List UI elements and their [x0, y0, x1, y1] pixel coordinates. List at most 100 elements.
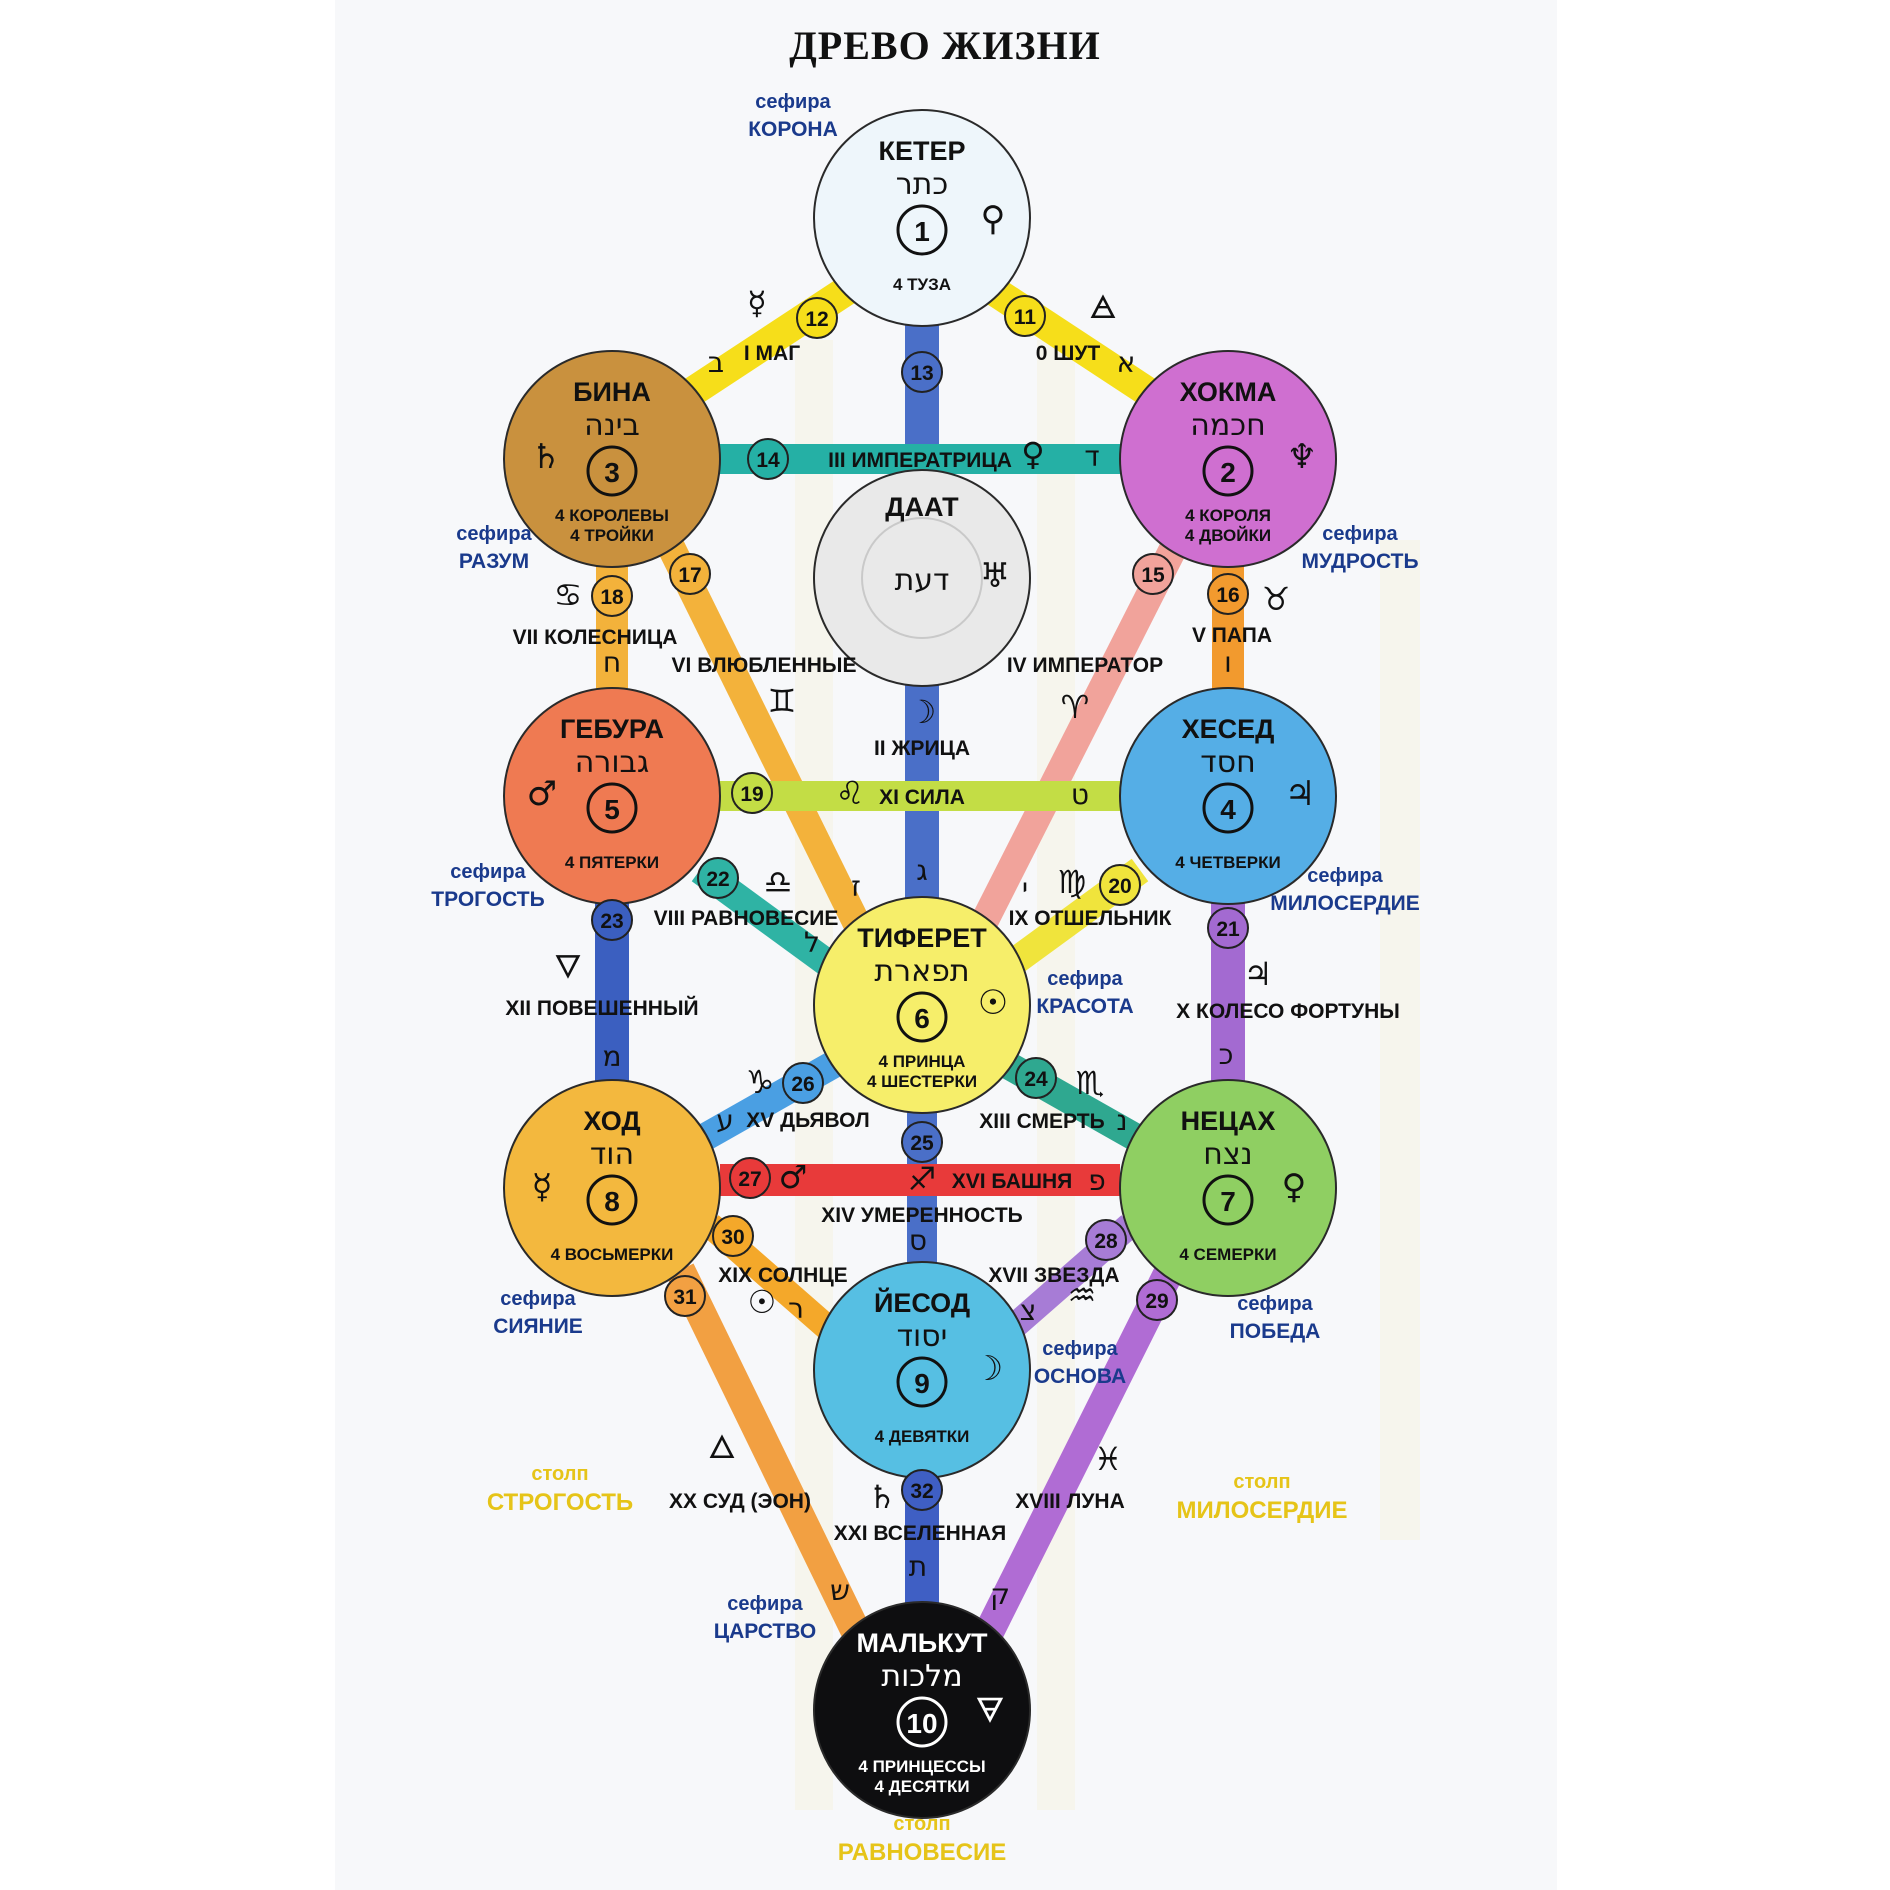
path-31-card: XX СУД (ЭОН)	[669, 1490, 811, 1513]
sephira-yesod-planet-icon: ☽	[973, 1349, 1003, 1389]
sephira-netzach-name: НЕЦАХ	[1181, 1106, 1276, 1136]
sephira-binah-sef-title: РАЗУМ	[459, 550, 529, 573]
path-26-number: 26	[791, 1073, 814, 1096]
path-11[interactable]: 110 ШУТ🜁א	[1004, 288, 1135, 379]
path-32-zodiac-icon: ♄	[868, 1478, 897, 1516]
path-21[interactable]: 21X КОЛЕСО ФОРТУНЫ♃כ	[1176, 907, 1400, 1071]
sephira-tiferet-name: ТИФЕРЕТ	[857, 923, 987, 953]
path-19-number: 19	[740, 783, 763, 806]
path-27-card: XVI БАШНЯ	[952, 1170, 1073, 1193]
path-12-zodiac-icon: ☿	[747, 284, 767, 322]
path-14-card: III ИМПЕРАТРИЦА	[828, 449, 1012, 472]
path-12[interactable]: 12I МАГ☿ב	[708, 284, 838, 379]
path-24-zodiac-icon: ♏	[1076, 1064, 1105, 1102]
path-30-zodiac-icon: ☉	[748, 1283, 777, 1321]
sephira-binah-sef-word: сефира	[456, 523, 532, 545]
path-27-letter: פ	[1088, 1164, 1106, 1197]
path-21-marker	[1207, 907, 1249, 949]
path-23-letter: מ	[602, 1040, 621, 1073]
sephira-tiferet-number-ring	[896, 991, 948, 1043]
sephira-geburah-planet-icon: ♂	[527, 774, 557, 814]
path-13-letter: ג	[916, 854, 928, 887]
path-25-letter: ס	[909, 1224, 927, 1257]
sephira-geburah-cards-0: 4 ПЯТЕРКИ	[565, 853, 659, 872]
sephira-chokmah-number-ring	[1202, 445, 1254, 497]
path-25-marker	[901, 1121, 943, 1163]
path-13-number: 13	[910, 362, 933, 385]
path-11-band	[961, 262, 1169, 413]
sephira-chokmah-number: 2	[1220, 457, 1236, 488]
sephira-chesed-sef-title: МИЛОСЕРДИЕ	[1270, 892, 1420, 915]
path-30-number: 30	[721, 1226, 744, 1249]
sephira-chokmah-disc	[1119, 350, 1337, 568]
sephira-chokmah-cards-0: 4 КОРОЛЯ	[1185, 506, 1271, 525]
sephira-tiferet-sef-title: КРАСОТА	[1036, 995, 1133, 1018]
path-29-card: XVIII ЛУНА	[1015, 1490, 1124, 1513]
path-12-card: I МАГ	[744, 342, 800, 365]
sephira-binah-cards-1: 4 ТРОЙКИ	[570, 526, 654, 545]
path-14-letter: ד	[1084, 440, 1099, 473]
path-24-letter: נ	[1116, 1104, 1127, 1137]
path-28-letter: צ	[1020, 1294, 1037, 1327]
sephira-tiferet-disc	[813, 896, 1031, 1114]
sephira-geburah-hebrew: גבורה	[575, 745, 649, 780]
path-18-number: 18	[600, 586, 624, 609]
path-12-marker	[796, 297, 838, 339]
path-32-marker	[901, 1469, 943, 1511]
sephira-keter-name: КЕТЕР	[879, 136, 966, 166]
sephira-yesod-sef-title: ОСНОВА	[1034, 1365, 1126, 1388]
sephira-daat-name: ДААТ	[885, 492, 959, 522]
path-20-card: IX ОТШЕЛЬНИК	[1009, 907, 1172, 930]
path-18-card: VII КОЛЕСНИЦА	[513, 626, 678, 649]
path-17-card: VI ВЛЮБЛЕННЫЕ	[672, 654, 857, 677]
path-11-zodiac-icon: 🜁	[1089, 288, 1117, 326]
sephira-malkut-planet-icon: 🜃	[975, 1691, 1005, 1731]
path-31-band	[666, 1263, 874, 1647]
sephira-netzach-cards-0: 4 СЕМЕРКИ	[1179, 1245, 1276, 1264]
path-16[interactable]: 16V ПАПА♉ו	[1192, 573, 1291, 679]
path-26-letter: ע	[716, 1104, 734, 1137]
sephira-chesed-number: 4	[1220, 794, 1236, 825]
sephira-hod-planet-icon: ☿	[532, 1167, 553, 1207]
sephira-geburah-number: 5	[604, 794, 620, 825]
path-16-zodiac-icon: ♉	[1262, 580, 1291, 618]
path-17-marker	[669, 553, 711, 595]
path-29-zodiac-icon: ♓	[1094, 1440, 1123, 1478]
path-15-zodiac-icon: ♈	[1061, 688, 1090, 726]
path-22-marker	[697, 857, 739, 899]
sephira-binah-number: 3	[604, 457, 620, 488]
path-32-card: XXI ВСЕЛЕННАЯ	[834, 1522, 1007, 1545]
path-20-zodiac-icon: ♍	[1058, 863, 1087, 901]
sephira-binah-cards-0: 4 КОРОЛЕВЫ	[555, 506, 669, 525]
